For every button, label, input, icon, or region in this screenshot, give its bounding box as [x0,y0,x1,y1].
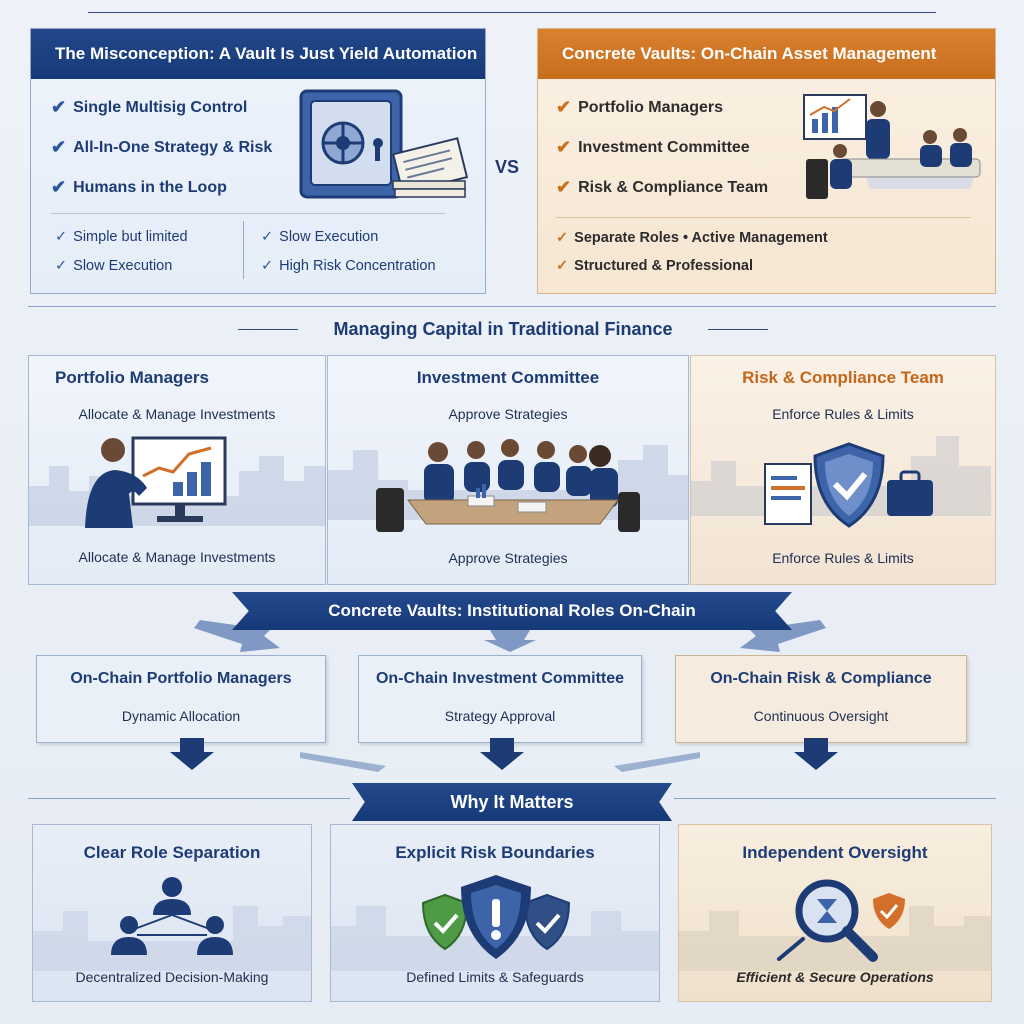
box-onchain-portfolio-managers: On-Chain Portfolio Managers Dynamic Allo… [36,655,326,743]
card-sub: Defined Limits & Safeguards [406,969,584,985]
box-onchain-risk-compliance: On-Chain Risk & Compliance Continuous Ov… [675,655,967,743]
card-title: Explicit Risk Boundaries [395,843,595,862]
concrete-item: ✔ Portfolio Managers [556,97,723,118]
team-meeting-icon [803,94,981,199]
top-rule [88,12,936,13]
box-title: On-Chain Portfolio Managers [70,670,292,687]
card-title: Independent Oversight [742,843,928,862]
item-label: Single Multisig Control [73,98,248,116]
check-icon: ✔ [556,97,572,117]
magnifier-icon [777,879,905,962]
down-arrows-icon [170,738,838,772]
shield-check-icon [764,442,933,528]
card-sub: Decentralized Decision-Making [75,969,269,985]
section-divider [674,798,996,799]
card-independent-oversight: Independent Oversight Efficient & Secure… [678,824,992,1002]
down-arrows-icon [194,620,826,652]
card-top-text: Approve Strategies [448,406,568,422]
card-investment-committee: Investment Committee Approve Strategies … [327,355,689,585]
card-bottom-text: Approve Strategies [448,550,568,566]
misconception-panel: The Misconception: A Vault Is Just Yield… [30,28,486,294]
concrete-title: Concrete Vaults: On-Chain Asset Manageme… [538,29,995,79]
misconception-item: ✔ All-In-One Strategy & Risk [51,137,272,158]
misconception-title: The Misconception: A Vault Is Just Yield… [31,29,485,79]
limitation-item: ✓ Simple but limited [55,229,188,245]
portfolio-manager-icon [85,436,227,528]
misconception-item: ✔ Single Multisig Control [51,97,247,118]
section-divider [28,798,350,799]
vs-label: VS [495,157,520,177]
item-label: Separate Roles • Active Management [574,230,828,246]
concrete-panel: Concrete Vaults: On-Chain Asset Manageme… [537,28,996,294]
box-sub: Continuous Oversight [753,708,889,724]
card-top-text: Enforce Rules & Limits [772,406,914,422]
divider [243,221,244,279]
box-sub: Dynamic Allocation [121,708,241,724]
card-title: Portfolio Managers [55,368,209,387]
limitation-item: ✓ Slow Execution [261,229,378,245]
card-portfolio-managers: Portfolio Managers Allocate & Manage Inv… [28,355,326,585]
item-label: Slow Execution [279,229,379,245]
card-sub: Efficient & Secure Operations [736,969,934,985]
why-banner: Why It Matters [352,783,672,821]
check-icon: ✔ [51,97,67,117]
item-label: Portfolio Managers [578,98,723,116]
vault-safe-icon [299,89,469,199]
item-label: All-In-One Strategy & Risk [73,138,273,156]
card-title: Investment Committee [416,368,600,387]
card-bottom-text: Enforce Rules & Limits [772,550,914,566]
risk-shields-icon [421,875,571,959]
check-icon: ✔ [556,177,572,197]
check-icon: ✓ [556,230,569,246]
concrete-item: ✔ Risk & Compliance Team [556,177,768,198]
box-onchain-investment-committee: On-Chain Investment Committee Strategy A… [358,655,642,743]
benefit-item: ✓ Separate Roles • Active Management [556,230,828,246]
item-label: High Risk Concentration [279,258,436,274]
skyline-icon [33,906,311,971]
item-label: Humans in the Loop [73,178,227,196]
item-label: Simple but limited [73,229,188,245]
card-risk-compliance: Risk & Compliance Team Enforce Rules & L… [690,355,996,585]
check-icon: ✓ [55,229,68,245]
divider [556,217,971,218]
concrete-item: ✔ Investment Committee [556,137,750,158]
benefit-item: ✓ Structured & Professional [556,258,753,274]
check-icon: ✓ [261,229,274,245]
card-title: Clear Role Separation [83,843,261,862]
divider [51,213,445,214]
check-icon: ✓ [55,258,68,274]
item-label: Structured & Professional [574,258,754,274]
item-label: Risk & Compliance Team [578,178,769,196]
card-title: Risk & Compliance Team [742,368,944,387]
check-icon: ✓ [261,258,274,274]
section-divider [28,306,996,307]
check-icon: ✓ [556,258,569,274]
card-explicit-risk-boundaries: Explicit Risk Boundaries Defined Limits … [330,824,660,1002]
box-title: On-Chain Risk & Compliance [710,670,932,687]
box-sub: Strategy Approval [444,708,556,724]
misconception-item: ✔ Humans in the Loop [51,177,227,198]
check-icon: ✔ [51,137,67,157]
limitation-item: ✓ Slow Execution [55,258,172,274]
box-title: On-Chain Investment Committee [375,670,625,687]
item-label: Slow Execution [73,258,173,274]
onchain-banner: Concrete Vaults: Institutional Roles On-… [232,592,792,630]
check-icon: ✔ [556,137,572,157]
item-label: Investment Committee [578,138,750,156]
card-top-text: Allocate & Manage Investments [78,406,276,422]
card-bottom-text: Allocate & Manage Investments [78,549,276,565]
committee-meeting-icon [376,439,640,532]
header-rule [708,329,768,330]
people-network-icon [111,877,233,955]
header-rule [238,329,298,330]
card-clear-role-separation: Clear Role Separation Decentralized Deci… [32,824,312,1002]
check-icon: ✔ [51,177,67,197]
traditional-title: Managing Capital in Traditional Finance [333,319,673,339]
limitation-item: ✓ High Risk Concentration [261,258,436,274]
